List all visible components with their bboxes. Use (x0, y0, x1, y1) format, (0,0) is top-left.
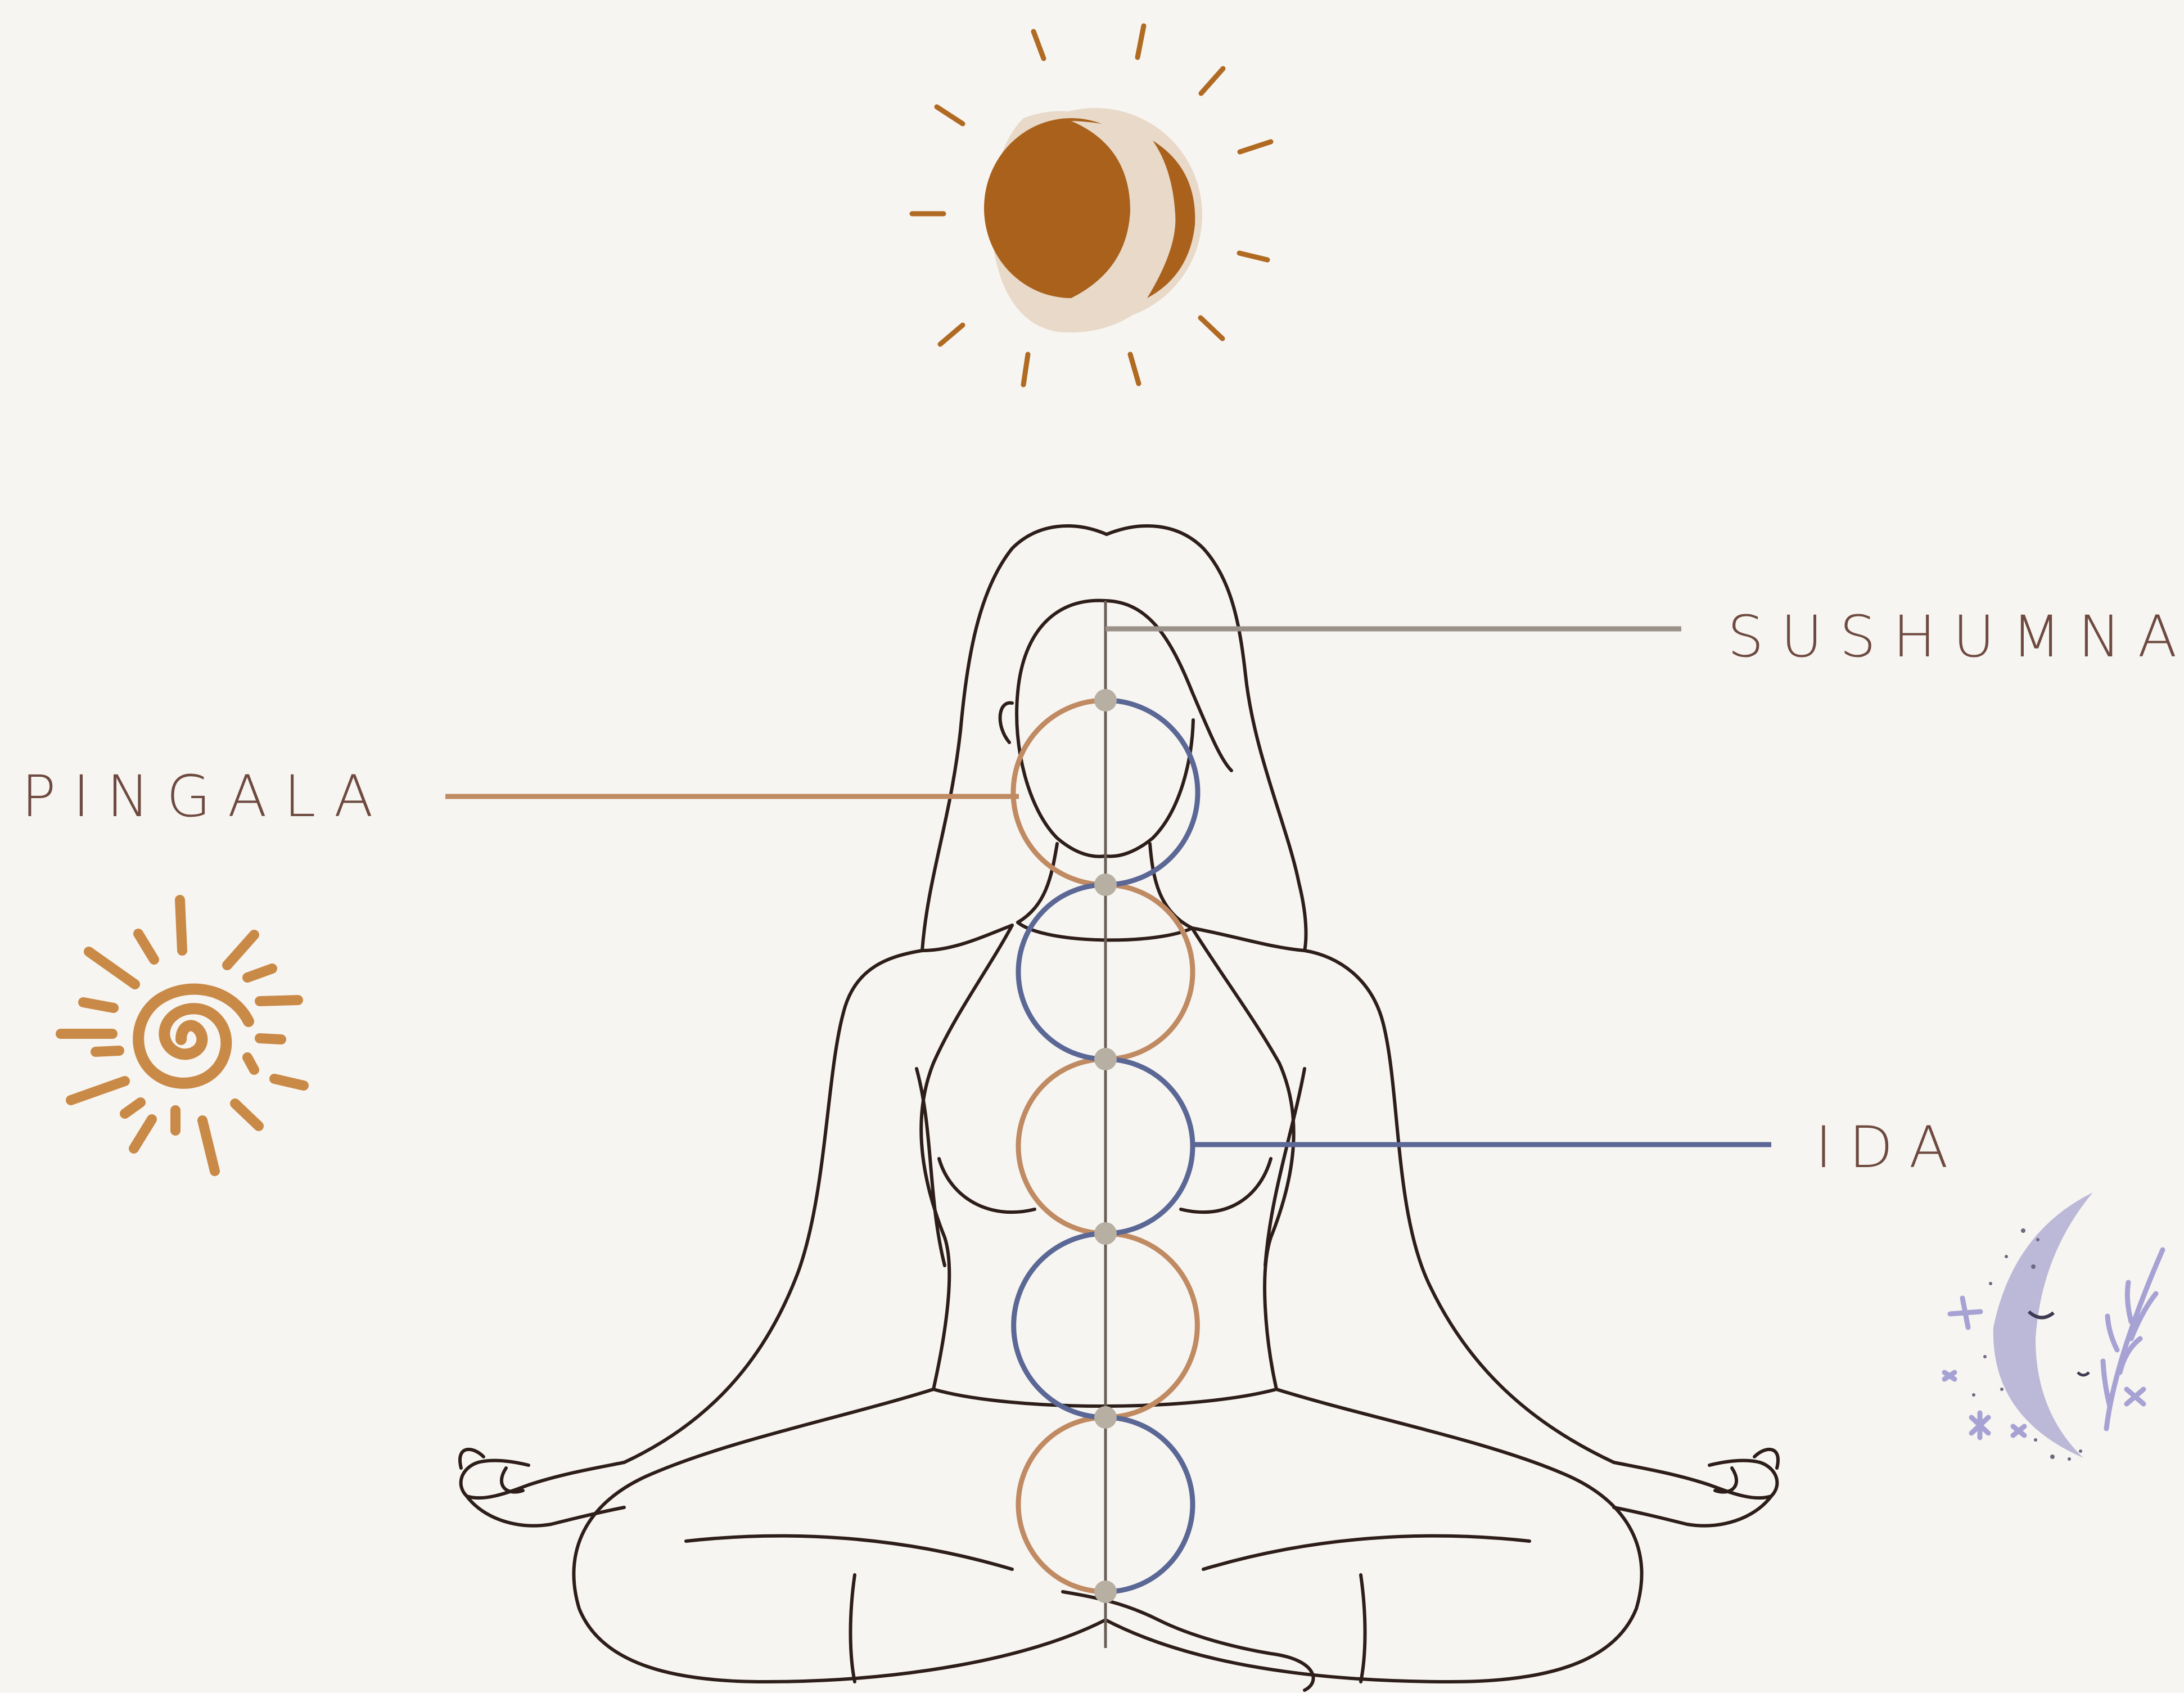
chakra-node (1094, 1048, 1117, 1070)
crescent-moon-face-icon (1944, 1192, 2163, 1461)
chakra-node (1094, 873, 1117, 896)
chakra-node (1094, 1222, 1117, 1245)
spiral-sun-icon (61, 900, 304, 1171)
eclipse-sun-moon-icon (912, 26, 1271, 385)
ida-label: IDA (1815, 1119, 1965, 1177)
chakra-node (1094, 1581, 1117, 1603)
pingala-label: PINGALA (21, 768, 390, 826)
sushumna-label: SUSHUMNA (1727, 609, 2184, 666)
chakra-node (1094, 1406, 1117, 1429)
chakra-node (1094, 689, 1117, 712)
